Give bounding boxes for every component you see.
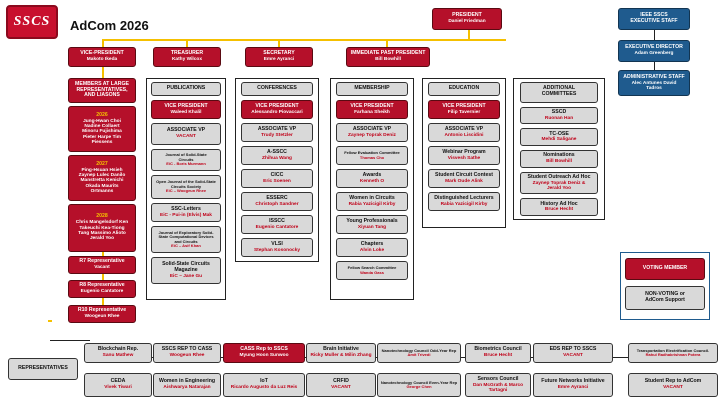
membership-associate-vp-box: ASSOCIATE VP Zaynep Toprak Deniz	[336, 123, 408, 142]
a-sscc-box: A-SSCC Zhihua Wang	[241, 146, 313, 165]
members-2027-box: 2027 Ping-Hsuan Hsieh Zaynep Lulec Danil…	[68, 155, 136, 201]
conferences-header: CONFERENCES	[241, 82, 313, 96]
student-circuit-contest-box: Student Circuit Contest Mark Oude Alink	[428, 169, 500, 188]
vlsi-box: VLSI Stephan Kosonocky	[241, 238, 313, 257]
young-professionals-box: Young Professionals Xiyuan Tang	[336, 215, 408, 234]
page-title: AdCom 2026	[70, 18, 149, 33]
history-ad-hoc-box: History Ad Hoc Bruce Hecht	[520, 198, 598, 217]
ojsscs-box: Open Journal of the Solid-State Circuits…	[151, 175, 221, 199]
vice-president-box: VICE-PRESIDENT Makoto Ikeda	[68, 47, 136, 67]
conferences-associate-vp-box: ASSOCIATE VP Trudy Stetzler	[241, 123, 313, 142]
president-box: PRESIDENT Daniel Friedman	[432, 8, 502, 30]
legend: VOTING MEMBER NON-VOTING or AdCom Suppor…	[620, 252, 710, 320]
ssc-magazine-box: Solid-State Circuits Magazine EiC – Jane…	[151, 257, 221, 284]
nominations-box: Nominations Bill Bowhill	[520, 150, 598, 168]
publications-header: PUBLICATIONS	[151, 82, 221, 96]
education-column: EDUCATION VICE PRESIDENT Filip Tavernier…	[422, 78, 506, 228]
ssc-letters-box: SSC-Letters EiC - Pui-in (Elvis) Mak	[151, 203, 221, 222]
sscd-box: SSCD Ruonan Han	[520, 106, 598, 125]
legend-non-voting: NON-VOTING or AdCom Support	[625, 286, 705, 310]
additional-committees-column: ADDITIONAL COMMITTEES SSCD Ruonan Han TC…	[513, 78, 605, 220]
additional-committees-header: ADDITIONAL COMMITTEES	[520, 82, 598, 103]
isscc-box: ISSCC Eugenio Cantatore	[241, 215, 313, 234]
r8-rep-box: R8 Representative Eugenio Cantatore	[68, 280, 136, 298]
esserc-box: ESSERC Christoph Sandner	[241, 192, 313, 211]
cicc-box: CICC Eric Soenen	[241, 169, 313, 188]
education-vp-box: VICE PRESIDENT Filip Tavernier	[428, 100, 500, 119]
sscs-logo: SSCS	[6, 5, 58, 39]
membership-vp-box: VICE PRESIDENT Farhana Sheikh	[336, 100, 408, 119]
conferences-column: CONFERENCES VICE PRESIDENT Alessandro Pi…	[235, 78, 319, 262]
immediate-past-president-box: IMMEDIATE PAST PRESIDENT Bill Bowhill	[346, 47, 430, 67]
members-at-large-box: MEMBERS AT LARGE REPRESENTATIVES, AND LI…	[68, 78, 136, 103]
fellow-evaluation-box: Fellow Evaluation Committee Thomas Cho	[336, 146, 408, 165]
webinar-program-box: Webinar Program Visvesh Sathe	[428, 146, 500, 165]
awards-box: Awards Kenneth O	[336, 169, 408, 188]
legend-voting-member: VOTING MEMBER	[625, 258, 705, 280]
publications-vp-box: VICE PRESIDENT Waleed Khalil	[151, 100, 221, 119]
treasurer-box: TREASURER Kathy Wilcox	[153, 47, 221, 67]
tc-ose-box: TC-OSE Mehdi Saligane	[520, 128, 598, 147]
membership-column: MEMBERSHIP VICE PRESIDENT Farhana Sheikh…	[330, 78, 414, 300]
rep-blockchain-rep: Blockchain Rep.Sanu Mathew	[84, 343, 152, 363]
representatives-label: REPRESENTATIVES	[8, 358, 78, 380]
publications-column: PUBLICATIONS VICE PRESIDENT Waleed Khali…	[146, 78, 226, 300]
chapters-box: Chapters Alvin Loke	[336, 238, 408, 257]
members-2026-box: 2026 Jung-Hwan Choi Nadine Collaert Mino…	[68, 106, 136, 152]
administrative-staff-box: ADMINISTRATIVE STAFF Alec Antunes David …	[618, 70, 690, 96]
president-name: Daniel Friedman	[448, 19, 486, 25]
executive-director-box: EXECUTIVE DIRECTOR Adam Greenberg	[618, 40, 690, 62]
members-2028-box: 2028 Chris Mangelsdorf Ken Takeuchi Kea-…	[68, 204, 136, 252]
student-outreach-box: Student Outreach Ad Hoc Zaynep Toprak De…	[520, 171, 598, 195]
r10-rep-box: R10 Representative Woogeun Rhee	[68, 305, 136, 323]
r7-rep-box: R7 Representative Vacant	[68, 256, 136, 274]
president-title: PRESIDENT	[452, 12, 482, 19]
distinguished-lecturers-box: Distinguished Lecturers Rabia Yazicigil …	[428, 192, 500, 211]
jssc-box: Journal of Solid-State Circuits EiC - Bo…	[151, 149, 221, 171]
rep-transportation-electrification-council: Transportation Electrification Council.R…	[628, 343, 718, 363]
executive-staff-box: IEEE SSCS EXECUTIVE STAFF	[618, 8, 690, 30]
membership-header: MEMBERSHIP	[336, 82, 408, 96]
secretary-box: SECRETARY Emre Ayranci	[245, 47, 313, 67]
publications-associate-vp-box: ASSOCIATE VP VACANT	[151, 123, 221, 145]
education-associate-vp-box: ASSOCIATE VP Antonio Liscidini	[428, 123, 500, 142]
conferences-vp-box: VICE PRESIDENT Alessandro Piovaccari	[241, 100, 313, 119]
sscs-logo-text: SSCS	[13, 14, 51, 29]
women-in-circuits-box: Women in Circuits Rabia Yazicigil Kirby	[336, 192, 408, 211]
education-header: EDUCATION	[428, 82, 500, 96]
fellow-search-box: Fellow Search Committee Wanda Gass	[336, 261, 408, 280]
jxcdc-box: Journal of Exploratory Solid-State Compu…	[151, 226, 221, 253]
